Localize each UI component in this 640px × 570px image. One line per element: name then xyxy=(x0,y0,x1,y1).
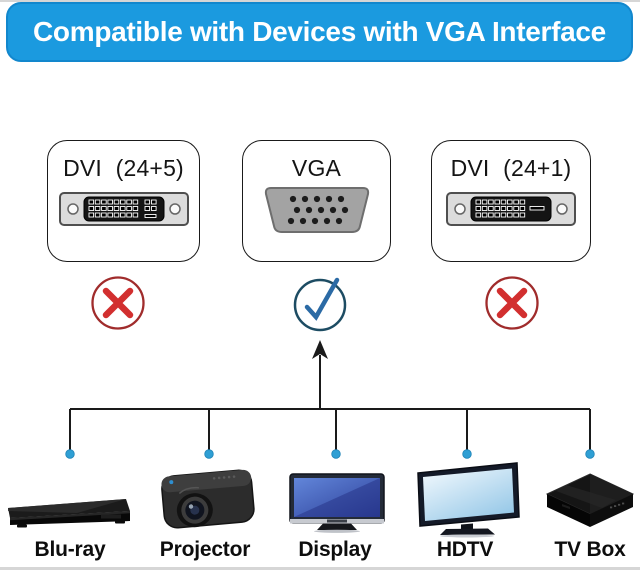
projector-icon xyxy=(161,469,255,529)
device-label-blu-ray: Blu-ray xyxy=(34,538,106,561)
status-not-compatible-dvi-24-5 xyxy=(89,274,147,337)
connector-card-dvi-24-1: DVI (24+1) xyxy=(431,140,591,262)
device-blu-ray xyxy=(5,487,135,537)
status-compatible-vga xyxy=(291,270,349,339)
device-label-projector: Projector xyxy=(159,538,251,561)
hdtv-icon xyxy=(417,462,520,538)
status-not-compatible-dvi-24-1 xyxy=(483,274,541,337)
connection-tree xyxy=(65,340,595,459)
device-label-hdtv: HDTV xyxy=(436,538,494,561)
blu-ray-player-icon xyxy=(8,499,130,528)
cross-icon xyxy=(485,276,539,330)
dvi-24-1-connector-icon xyxy=(446,192,576,226)
device-label-tv-box: TV Box xyxy=(554,538,626,561)
display-monitor-icon xyxy=(289,473,385,533)
tv-box-icon xyxy=(545,473,635,527)
check-icon xyxy=(293,277,347,332)
banner: Compatible with Devices with VGA Interfa… xyxy=(6,2,633,62)
vga-connector-icon xyxy=(264,187,369,233)
connection-node-dots xyxy=(65,449,595,459)
cross-icon xyxy=(91,276,145,330)
dvi-24-5-connector-icon xyxy=(58,192,189,226)
device-label-display: Display xyxy=(298,538,372,561)
up-arrow-icon xyxy=(312,340,328,359)
connector-card-dvi-24-5: DVI (24+5) xyxy=(47,140,200,262)
connector-card-vga: VGA xyxy=(242,140,391,262)
banner-title: Compatible with Devices with VGA Interfa… xyxy=(33,16,606,47)
device-display xyxy=(287,472,387,539)
connector-label: VGA xyxy=(291,155,342,181)
device-tv-box xyxy=(540,470,640,541)
device-hdtv xyxy=(410,460,525,543)
top-edge-strip xyxy=(0,0,640,2)
connector-label: DVI (24+5) xyxy=(63,155,184,181)
device-projector xyxy=(158,458,258,538)
connector-label: DVI (24+1) xyxy=(450,155,572,181)
bottom-edge-strip xyxy=(0,567,640,570)
